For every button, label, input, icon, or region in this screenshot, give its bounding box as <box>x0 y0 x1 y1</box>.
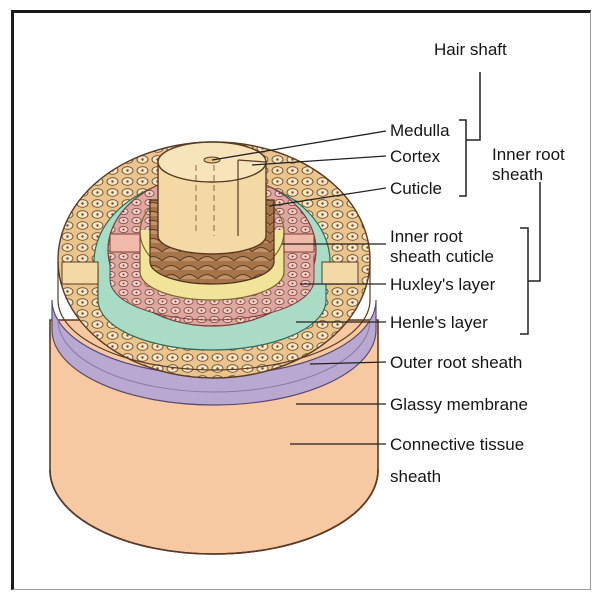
label-medulla: Medulla <box>390 121 450 140</box>
label-hair-shaft: Hair shaft <box>434 40 507 59</box>
label-glassy-membrane: Glassy membrane <box>390 395 528 414</box>
cutaway-block-right <box>322 262 358 284</box>
label-inner-root-sheath-line2: sheath <box>492 165 543 184</box>
label-cortex: Cortex <box>390 147 441 166</box>
bracket-hair-shaft <box>459 120 466 196</box>
label-henles-layer: Henle's layer <box>390 313 488 332</box>
label-connective-line2: sheath <box>390 467 441 486</box>
label-inner-root-sheath-line1: Inner root <box>492 145 565 164</box>
label-cuticle: Cuticle <box>390 179 442 198</box>
bracket-inner-root-sheath-stem <box>528 182 540 281</box>
label-connective-line1: Connective tissue <box>390 435 524 454</box>
label-irs-cuticle-line2: sheath cuticle <box>390 247 494 266</box>
bracket-hair-shaft-stem <box>466 72 480 140</box>
bracket-inner-root-sheath <box>520 228 528 334</box>
label-huxleys-layer: Huxley's layer <box>390 275 496 294</box>
label-irs-cuticle-line1: Inner root <box>390 227 463 246</box>
cutaway-block-left-inner <box>110 234 140 252</box>
cutaway-block-right-inner <box>284 234 314 252</box>
label-outer-root-sheath: Outer root sheath <box>390 353 522 372</box>
cutaway-block-left <box>62 262 98 284</box>
